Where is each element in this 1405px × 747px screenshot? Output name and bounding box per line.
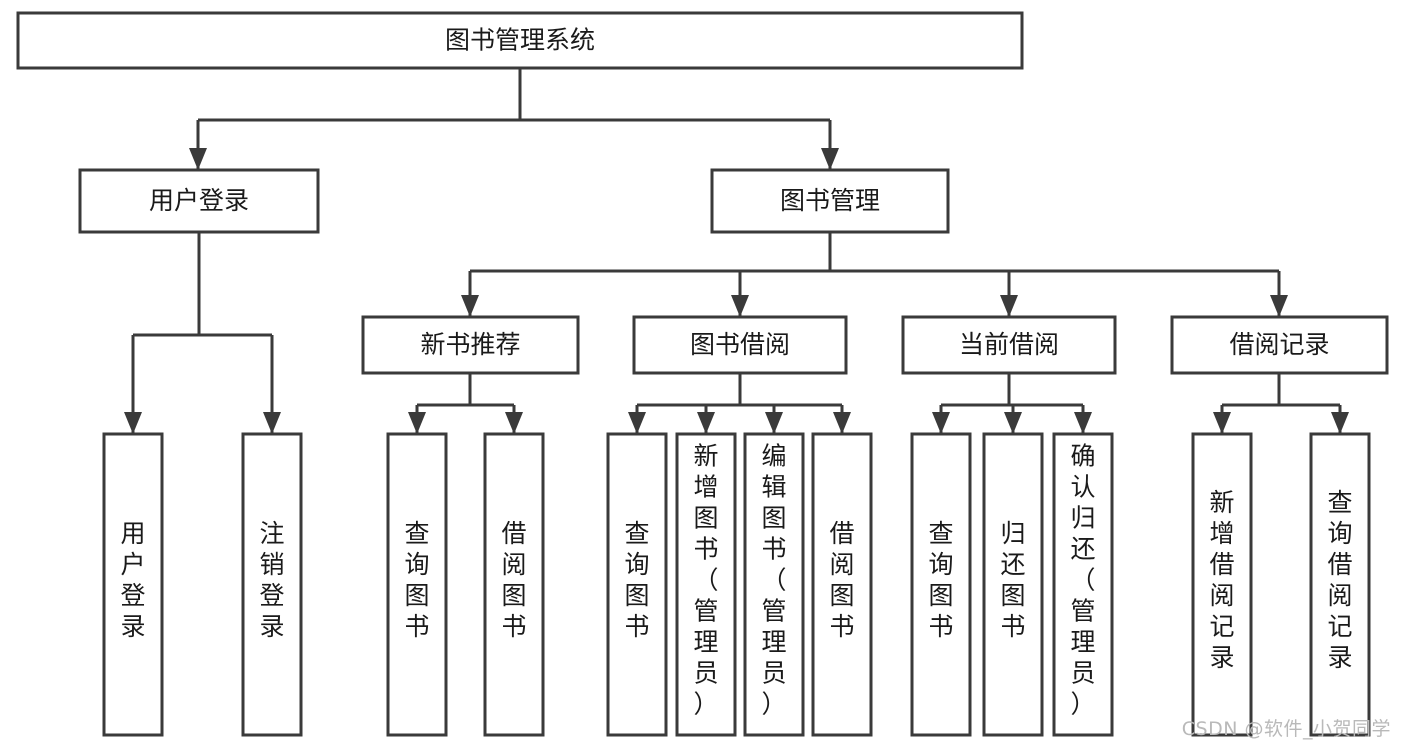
arrow-head-icon (1270, 295, 1288, 317)
leaf-box[interactable] (811, 432, 873, 737)
connector-conn-user-login (124, 232, 281, 434)
submodule-label: 借阅记录 (1229, 330, 1329, 359)
node-leaf-return-book[interactable]: 归还图书 (982, 432, 1044, 737)
leaf-label: 归还图书 (1000, 519, 1025, 641)
module-box[interactable] (710, 168, 950, 234)
arrow-head-icon (408, 412, 426, 434)
leaf-label: 查询图书 (404, 519, 429, 641)
root-label: 图书管理系统 (445, 26, 595, 55)
leaf-box[interactable] (386, 432, 448, 737)
node-leaf-add-book[interactable]: 新增图书（管理员） (675, 432, 737, 737)
arrow-head-icon (505, 412, 523, 434)
node-leaf-user-login[interactable]: 用户登录 (102, 432, 164, 737)
leaf-label: 借阅图书 (501, 519, 526, 641)
arrow-head-icon (731, 295, 749, 317)
arrow-head-icon (1331, 412, 1349, 434)
leaf-label: 新增借阅记录 (1209, 488, 1234, 672)
submodule-box[interactable] (1170, 315, 1389, 375)
leaf-box[interactable] (483, 432, 545, 737)
submodule-label: 图书借阅 (690, 330, 790, 359)
connector-conn-root (189, 68, 839, 170)
leaf-box[interactable] (982, 432, 1044, 737)
nodes-layer: 图书管理系统用户登录图书管理新书推荐图书借阅当前借阅借阅记录用户登录注销登录查询… (16, 11, 1389, 737)
node-leaf-borrow-book-rec[interactable]: 借阅图书 (483, 432, 545, 737)
leaf-label: 查询图书 (928, 519, 953, 641)
root-box[interactable] (16, 11, 1024, 70)
module-label: 用户登录 (149, 186, 249, 215)
leaf-label: 注销登录 (259, 519, 284, 641)
submodule-label: 当前借阅 (959, 330, 1059, 359)
leaf-box[interactable] (102, 432, 164, 737)
connector-conn-borrow-record (1213, 373, 1349, 434)
arrow-head-icon (263, 412, 281, 434)
node-user-login[interactable]: 用户登录 (78, 168, 320, 234)
leaf-box[interactable] (743, 432, 805, 737)
node-leaf-query-record[interactable]: 查询借阅记录 (1309, 432, 1371, 737)
node-leaf-confirm-return[interactable]: 确认归还（管理员） (1052, 432, 1114, 737)
node-root[interactable]: 图书管理系统 (16, 11, 1024, 70)
connector-conn-book-manage (461, 232, 1288, 317)
arrow-head-icon (628, 412, 646, 434)
arrow-head-icon (1213, 412, 1231, 434)
leaf-box[interactable] (910, 432, 972, 737)
submodule-box[interactable] (632, 315, 848, 375)
leaf-label: 用户登录 (120, 519, 145, 641)
node-leaf-query-book-rec[interactable]: 查询图书 (386, 432, 448, 737)
arrow-head-icon (1074, 412, 1092, 434)
arrow-head-icon (1000, 295, 1018, 317)
connector-conn-current-borrow (932, 373, 1092, 434)
leaf-label: 编辑图书（管理员） (761, 442, 786, 719)
leaf-label: 确认归还（管理员） (1070, 442, 1095, 719)
connectors-layer (124, 68, 1349, 434)
leaf-label: 借阅图书 (829, 519, 854, 641)
node-leaf-query-book-cur[interactable]: 查询图书 (910, 432, 972, 737)
node-leaf-edit-book[interactable]: 编辑图书（管理员） (743, 432, 805, 737)
leaf-box[interactable] (1191, 432, 1253, 737)
leaf-box[interactable] (1309, 432, 1371, 737)
module-box[interactable] (78, 168, 320, 234)
node-leaf-borrow-book[interactable]: 借阅图书 (811, 432, 873, 737)
leaf-label: 查询图书 (624, 519, 649, 641)
node-leaf-logout[interactable]: 注销登录 (241, 432, 303, 737)
node-book-borrow[interactable]: 图书借阅 (632, 315, 848, 375)
arrow-head-icon (765, 412, 783, 434)
arrow-head-icon (1004, 412, 1022, 434)
node-borrow-record[interactable]: 借阅记录 (1170, 315, 1389, 375)
arrow-head-icon (821, 148, 839, 170)
leaf-label: 查询借阅记录 (1327, 488, 1352, 672)
connector-conn-new-book-recommend (408, 373, 523, 434)
submodule-label: 新书推荐 (420, 330, 520, 359)
module-label: 图书管理 (780, 186, 880, 215)
arrow-head-icon (697, 412, 715, 434)
leaf-box[interactable] (241, 432, 303, 737)
arrow-head-icon (124, 412, 142, 434)
leaf-label: 新增图书（管理员） (693, 442, 718, 719)
leaf-box[interactable] (1052, 432, 1114, 737)
leaf-box[interactable] (675, 432, 737, 737)
arrow-head-icon (833, 412, 851, 434)
submodule-box[interactable] (361, 315, 580, 375)
node-leaf-query-book-borrow[interactable]: 查询图书 (606, 432, 668, 737)
node-current-borrow[interactable]: 当前借阅 (901, 315, 1117, 375)
node-book-manage[interactable]: 图书管理 (710, 168, 950, 234)
arrow-head-icon (461, 295, 479, 317)
leaf-box[interactable] (606, 432, 668, 737)
arrow-head-icon (932, 412, 950, 434)
node-leaf-add-record[interactable]: 新增借阅记录 (1191, 432, 1253, 737)
arrow-head-icon (189, 148, 207, 170)
submodule-box[interactable] (901, 315, 1117, 375)
node-new-book-recommend[interactable]: 新书推荐 (361, 315, 580, 375)
connector-conn-book-borrow (628, 373, 851, 434)
